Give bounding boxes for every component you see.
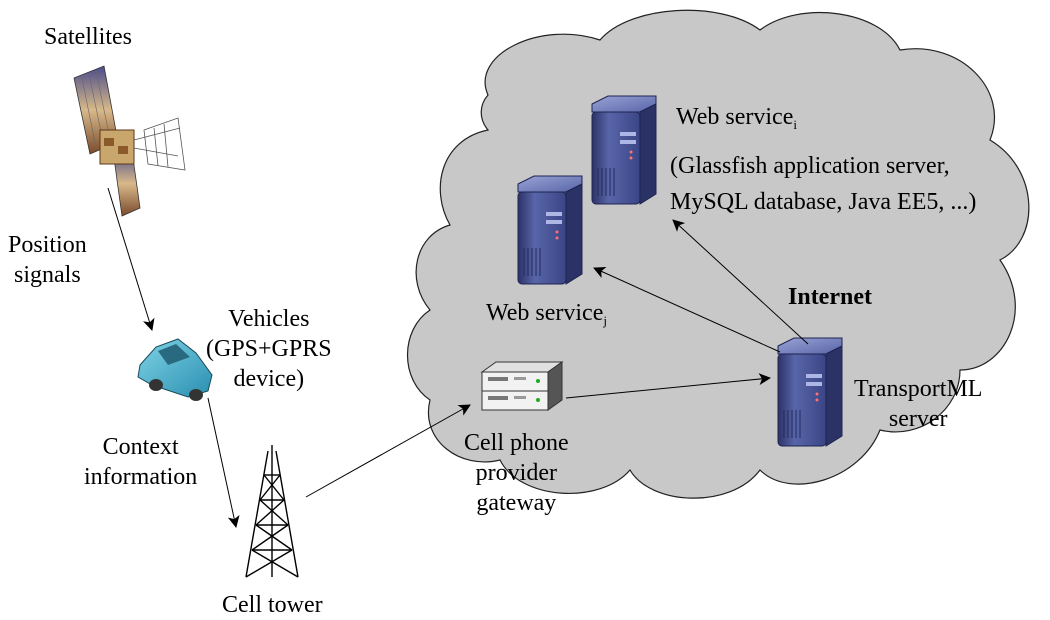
- web-service-i-subscript: i: [793, 117, 797, 132]
- context-information-label: Context information: [84, 434, 198, 490]
- web-service-i-label: Web servicei: [676, 104, 797, 132]
- internet-cloud: [406, 9, 1030, 499]
- web-service-j-subscript: j: [603, 313, 607, 328]
- transportml-server-label: TransportML server: [854, 376, 983, 432]
- vehicles-label: Vehicles (GPS+GPRS device): [206, 306, 332, 392]
- server-icon: [777, 337, 843, 447]
- arrow-tower-to-gateway: [305, 404, 471, 498]
- arrow-vehicle-to-tower: [207, 397, 240, 528]
- arrow-transportml-to-web-service-j: [593, 267, 781, 353]
- satellite-icon: [73, 65, 186, 217]
- web-service-i-detail: (Glassfish application server, MySQL dat…: [670, 153, 977, 215]
- internet-label: Internet: [788, 284, 872, 310]
- position-signals-label: Position signals: [8, 232, 87, 288]
- cell-tower-label: Cell tower: [222, 592, 323, 618]
- server-icon: [517, 175, 583, 285]
- arrow-gateway-to-transportml: [565, 373, 771, 399]
- satellites-label: Satellites: [44, 24, 132, 50]
- cell-tower-icon: [245, 445, 299, 578]
- web-service-j-label: Web servicej: [486, 300, 607, 328]
- server-icon: [591, 95, 657, 205]
- arrow-transportml-to-web-service-i: [672, 219, 809, 345]
- gateway-label: Cell phone provider gateway: [464, 430, 569, 516]
- gateway-icon: [480, 361, 564, 411]
- car-icon: [137, 338, 213, 401]
- arrow-satellite-to-vehicle: [107, 187, 155, 331]
